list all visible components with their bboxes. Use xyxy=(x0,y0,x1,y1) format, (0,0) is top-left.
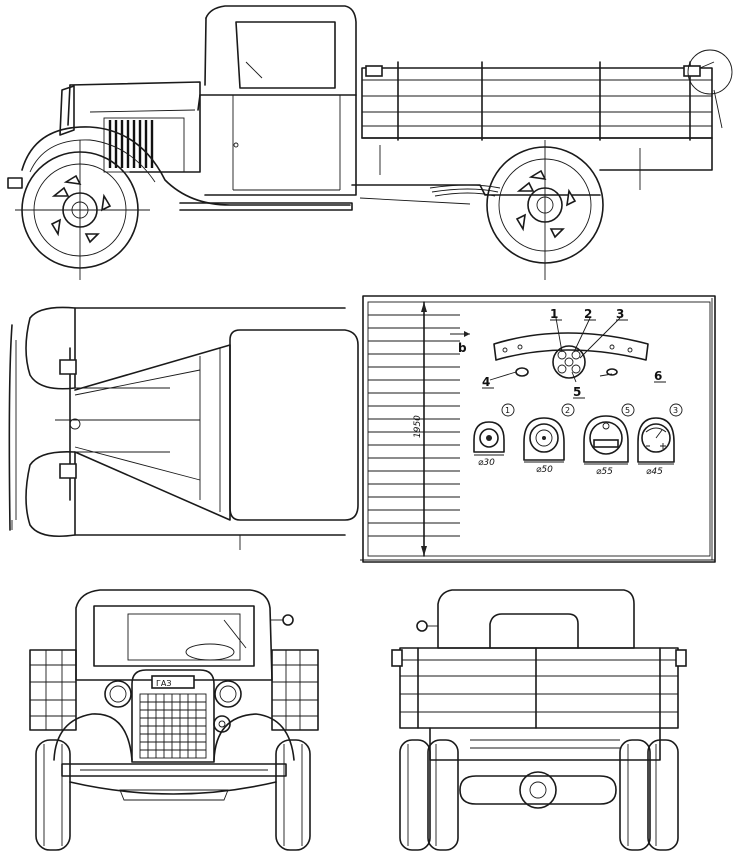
section-mark-b: b xyxy=(458,341,467,355)
side-view xyxy=(7,5,733,280)
cargo-bed-side xyxy=(361,61,713,190)
gauge-1-diameter: ⌀30 xyxy=(478,458,495,468)
hood-louvers xyxy=(103,117,185,173)
gauge-1-number: 1 xyxy=(505,406,510,415)
callout-2: 2 xyxy=(584,307,592,321)
callout-3: 3 xyxy=(616,307,624,321)
top-view-cargo-bed: 1950 b xyxy=(360,295,716,563)
gauge-3-diameter: ⌀45 xyxy=(646,467,663,477)
callout-6: 6 xyxy=(654,369,662,383)
gauge-1: 1 ⌀30 xyxy=(473,403,515,468)
rear-view xyxy=(391,589,687,851)
gauge-5-number: 5 xyxy=(625,406,630,415)
callout-1: 1 xyxy=(550,307,558,321)
callout-4: 4 xyxy=(482,375,490,389)
gauge-5-diameter: ⌀55 xyxy=(596,467,613,477)
gauge-2-number: 2 xyxy=(565,406,570,415)
gauge-3-number: 3 xyxy=(673,406,678,415)
gauge-3: 3 ⌀45 xyxy=(637,403,683,477)
front-view: ГАЗ xyxy=(29,589,319,851)
dashboard-detail: 1 2 3 4 5 6 1 ⌀30 2 ⌀50 5 xyxy=(473,307,683,477)
gauge-2-diameter: ⌀50 xyxy=(536,465,553,475)
bed-width-dimension: 1950 xyxy=(413,415,423,438)
top-view-chassis xyxy=(8,306,359,550)
callout-5: 5 xyxy=(573,385,581,399)
grille-mesh xyxy=(139,693,207,759)
gauge-2: 2 ⌀50 xyxy=(523,403,575,475)
gauge-5: 5 ⌀55 xyxy=(583,403,635,477)
grille-badge: ГАЗ xyxy=(156,679,171,688)
